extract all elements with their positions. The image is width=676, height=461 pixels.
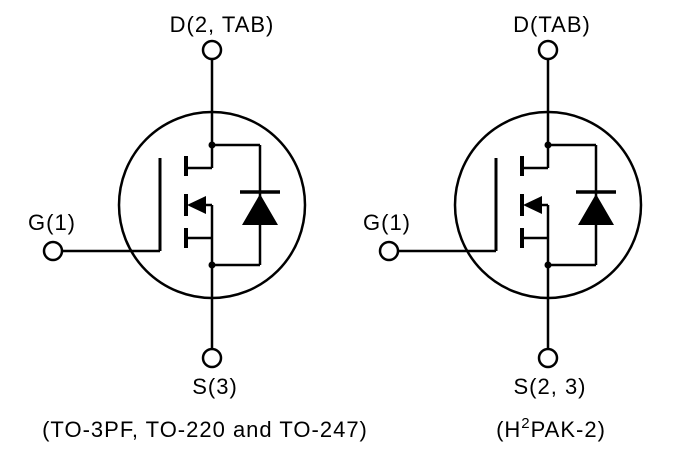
mosfet-symbol-left [42,39,307,369]
drain-pin-label-right: D(TAB) [513,12,591,37]
source-pin-label-right: S(2, 3) [513,374,586,399]
package-caption-left: (TO-3PF, TO-220 and TO-247) [42,417,368,442]
package-caption-right-text: (H [496,417,521,442]
gate-pin-label-left: G(1) [28,210,76,235]
gate-pin-label-right: G(1) [363,210,411,235]
source-pin-label-left: S(3) [192,374,238,399]
package-caption-right: (H2PAK-2) [496,415,606,442]
package-caption-right-sup: 2 [521,415,530,432]
mosfet-symbol-right [378,39,643,369]
package-caption-right-post: PAK-2) [531,417,606,442]
package-caption-left-text: (TO-3PF, TO-220 and TO-247) [42,417,368,442]
drain-pin-label-left: D(2, TAB) [170,12,275,37]
